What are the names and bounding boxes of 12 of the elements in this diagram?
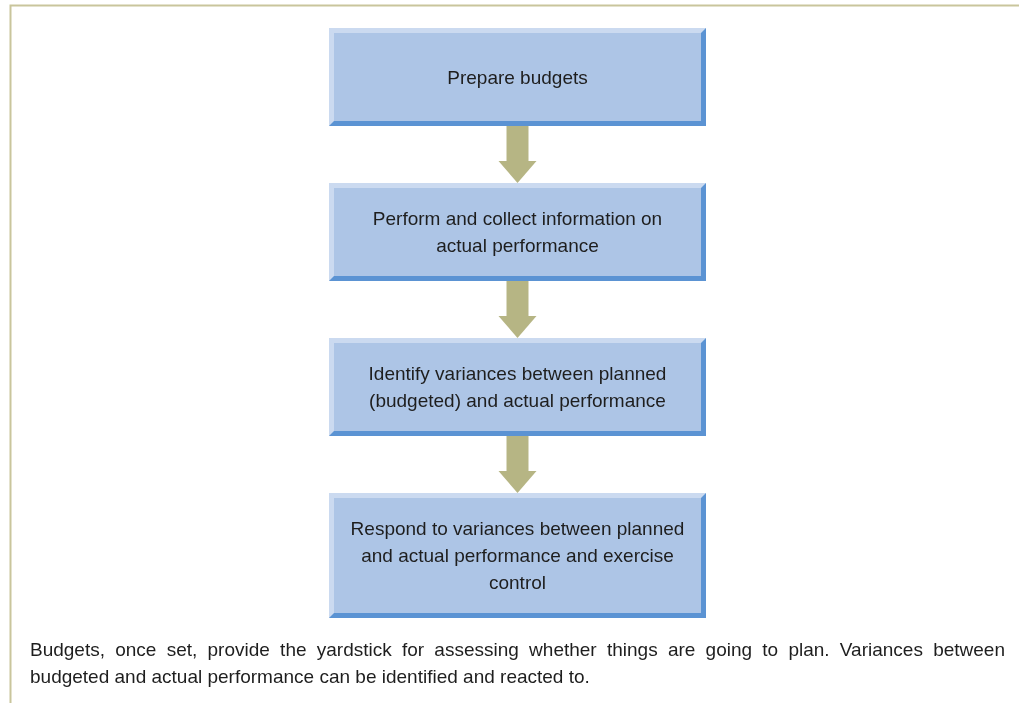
block-arrow	[498, 436, 537, 493]
step-text: Perform and collect information on actual performance	[371, 207, 664, 258]
process-box	[329, 183, 706, 281]
process-box	[329, 493, 706, 618]
step-text: Identify variances between planned (budgeted) and actual performance	[367, 362, 668, 413]
caption: Budgets, once set, provide the yardstick for assessing whether things are going to plan. Variances between budgeted and actual performance can be identified and reacted to.	[30, 638, 1005, 689]
step-text: Prepare budgets	[446, 65, 589, 90]
block-arrow	[498, 281, 537, 338]
step-text: Respond to variances between planned and actual performance and exercise control	[349, 517, 686, 595]
process-box	[329, 28, 706, 126]
block-arrow	[498, 126, 537, 183]
process-box	[329, 338, 706, 436]
